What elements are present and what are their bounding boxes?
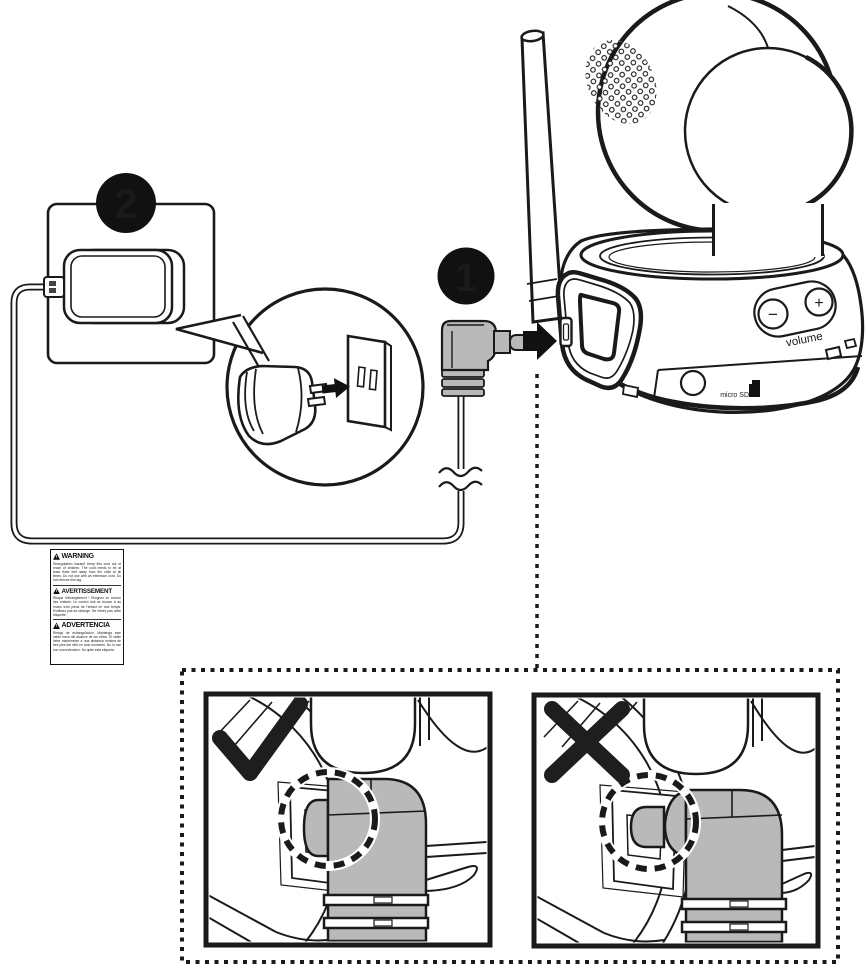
warning-body: Strangulation hazard! Keep this cord out… (53, 561, 121, 583)
camera-head (585, 0, 854, 234)
adapter-prong (306, 395, 327, 408)
warning-triangle-icon: ! (53, 587, 60, 595)
wall-outlet (346, 334, 392, 432)
warning-body: Riesgo de estrangulación. Mantenga este … (53, 630, 121, 652)
warning-triangle-icon: ! (53, 622, 60, 629)
warning-title: ADVERTENCIA (61, 622, 111, 630)
volume-plus-glyph: + (814, 295, 823, 312)
step1-plug-group (438, 319, 557, 492)
comparison-dotted-box (180, 668, 840, 964)
step1-number: 1 (455, 256, 477, 300)
warning-triangle-icon: ! (53, 553, 60, 560)
camera-antenna (520, 29, 564, 324)
micro-sd-label: micro SD (720, 392, 749, 399)
step2-badge: 2 (96, 173, 156, 233)
highlight-dashed-circle (599, 772, 699, 872)
plug-collar (493, 330, 511, 354)
power-cord (10, 283, 465, 545)
warning-body: Risque d'étranglement ! Éloignez ce cord… (53, 596, 121, 617)
plug-inserted (302, 777, 430, 942)
cable-break-squiggle (438, 466, 483, 492)
outlet-slot (356, 366, 366, 388)
warning-tag: ! WARNING Strangulation hazard! Keep thi… (50, 549, 124, 665)
speaker-holes (585, 40, 657, 124)
x-mark-icon (544, 701, 630, 783)
warning-section-en: ! WARNING Strangulation hazard! Keep thi… (53, 551, 121, 585)
correct-connection-panel (203, 691, 493, 948)
plug-direction-arrow-icon (523, 322, 557, 360)
step1-badge: 1 (437, 247, 495, 305)
balloon-tail (175, 313, 264, 355)
camera-base: micro SD − + volume (555, 203, 865, 414)
insert-arrow-icon (321, 378, 350, 399)
volume-controls: − + volume (753, 280, 837, 349)
step2-adapter-group (10, 202, 465, 545)
camera-illustration: micro SD − + volume (520, 0, 865, 414)
reset-hole (679, 369, 707, 397)
power-adapter (43, 248, 186, 325)
incorrect-connection-panel (531, 692, 821, 949)
cord-strain-relief (43, 276, 65, 298)
volume-minus-button[interactable] (757, 298, 789, 330)
step2-number: 2 (114, 180, 137, 227)
warning-title: WARNING (61, 553, 95, 560)
volume-plus-button[interactable] (804, 287, 834, 317)
highlight-dashed-circle (278, 769, 378, 869)
micro-sd-card-icon (749, 380, 760, 397)
base-bottom-band: micro SD (622, 337, 863, 399)
adapter-3d (237, 364, 329, 446)
power-plug (440, 319, 531, 397)
warning-section-fr: ! AVERTISSEMENT Risque d'étranglement ! … (53, 584, 121, 620)
power-port-panel (555, 269, 644, 391)
warning-section-es: ! ADVERTENCIA Riesgo de estrangulación. … (53, 619, 121, 654)
camera-neck (712, 203, 824, 257)
check-mark-icon (212, 697, 308, 781)
outlet-zoom-balloon (175, 287, 425, 487)
volume-minus-glyph: − (768, 305, 778, 324)
power-port (559, 316, 573, 348)
outlet-slot (368, 369, 378, 391)
warning-title: AVERTISSEMENT (61, 587, 113, 595)
